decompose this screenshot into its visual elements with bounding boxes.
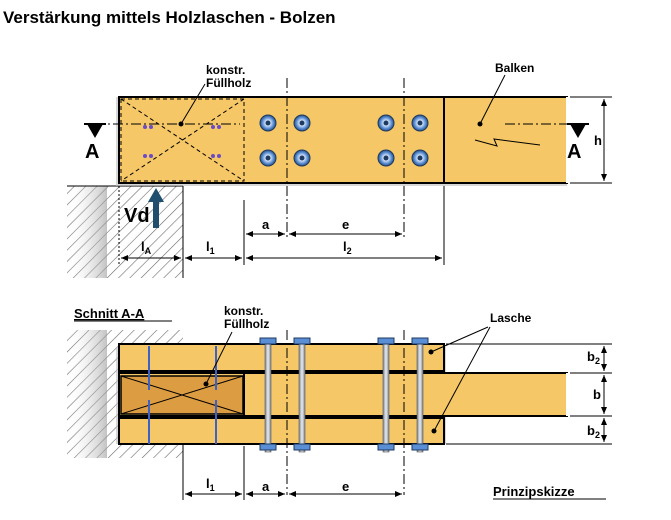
section-view: Schnitt A-A: [67, 304, 612, 500]
bolt-rods-section: [259, 337, 429, 453]
dim-e-top: e: [342, 217, 349, 232]
bolt-rod-icon: [377, 337, 395, 453]
section-mark-right-label: A: [567, 141, 581, 163]
section-title: Schnitt A-A: [74, 306, 145, 321]
filler-label-section-1: konstr.: [224, 304, 263, 318]
force-label: Vd: [124, 205, 150, 227]
dim-e-section: e: [342, 479, 349, 494]
bolt-icon: [411, 149, 429, 167]
filler-label-top-2: Füllholz: [206, 76, 251, 90]
height-label: h: [594, 133, 602, 148]
dim-b2-top: b2: [587, 349, 600, 366]
dim-a-section: a: [262, 479, 270, 494]
filler-label-section-2: Füllholz: [224, 317, 269, 331]
filler-top-view: [120, 98, 245, 182]
bolt-icon: [377, 114, 395, 132]
dim-l1-section: l1: [206, 476, 215, 493]
dim-l1-top: l1: [206, 239, 215, 256]
bolt-icon: [377, 149, 395, 167]
plate-top-view: [118, 96, 445, 184]
bolt-icon: [259, 149, 277, 167]
force-arrow-icon: [148, 188, 164, 228]
plate-bottom-section: [118, 417, 445, 445]
diagram-title: Verstärkung mittels Holzlaschen - Bolzen: [3, 8, 336, 27]
bolt-rod-icon: [293, 337, 311, 453]
bolt-icon: [293, 149, 311, 167]
bolt-rod-icon: [411, 337, 429, 453]
bolt-icon: [293, 114, 311, 132]
filler-section: [120, 375, 244, 415]
dim-l2: l2: [343, 239, 352, 256]
dim-b: b: [593, 387, 601, 402]
sketch-label: Prinzipskizze: [493, 484, 575, 499]
plate-label: Lasche: [490, 311, 532, 325]
dim-a-top: a: [262, 217, 270, 232]
filler-label-top-1: konstr.: [206, 63, 245, 77]
filler-nail-dots: [143, 125, 221, 158]
bolt-icon: [411, 114, 429, 132]
support-wall-top: [67, 185, 184, 278]
dim-b2-bottom: b2: [587, 423, 600, 440]
bolts-top-view: [259, 114, 429, 167]
beam-section: [243, 372, 568, 417]
nails-section: [148, 346, 217, 444]
dim-lA: lA: [141, 239, 152, 256]
top-view: konstr. Füllholz Balken A A h Vd: [67, 61, 612, 278]
bolt-rod-icon: [259, 337, 277, 453]
beam-label: Balken: [495, 61, 534, 75]
plate-top-section: [118, 343, 445, 372]
section-mark-left-icon: [84, 123, 106, 138]
bolt-icon: [259, 114, 277, 132]
section-mark-right-icon: [567, 123, 589, 138]
beam-break-mark: [474, 138, 541, 147]
section-mark-left-label: A: [85, 141, 99, 163]
